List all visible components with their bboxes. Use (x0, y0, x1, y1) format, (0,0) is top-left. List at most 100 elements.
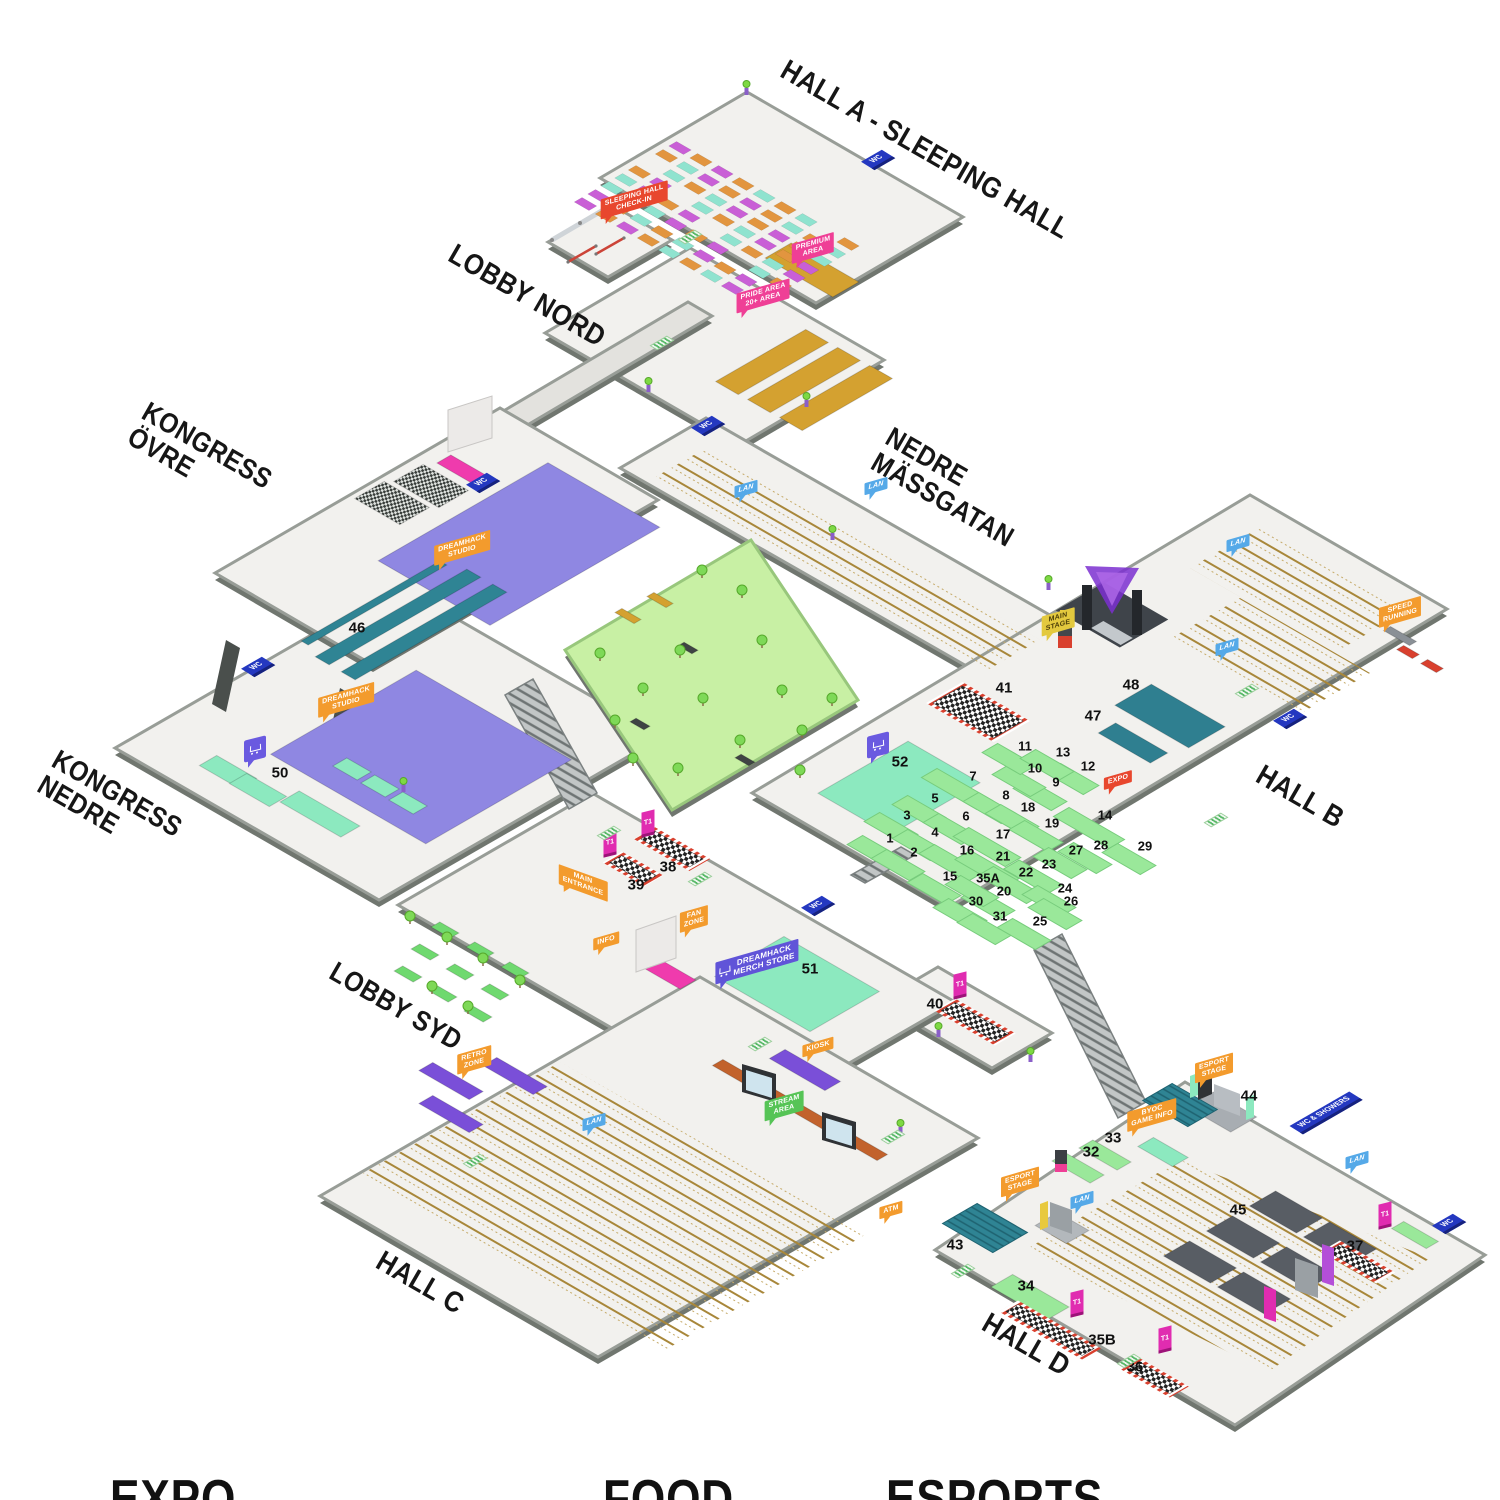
map-dot (736, 584, 748, 596)
bed (773, 201, 797, 215)
tournament-flag: T1 (641, 809, 655, 838)
vent-marker (950, 1263, 976, 1279)
lan-sign: LAN (864, 476, 888, 496)
location-51-number: 51 (801, 960, 819, 978)
map-dot (578, 221, 582, 225)
map-dot (674, 644, 686, 656)
tournament-flag: T1 (953, 971, 967, 1000)
sign-label: FAN ZONE (683, 908, 705, 929)
map-dot (404, 910, 416, 922)
sign-label: SLEEPING HALL CHECK-IN (604, 183, 664, 213)
sign-info: INFO (593, 931, 619, 951)
wc-sign: WC (861, 149, 895, 171)
booth-8-number: 8 (1002, 787, 1010, 803)
wc-sign-label: WC (473, 477, 490, 488)
wc-sign: WC (466, 472, 500, 494)
bed (731, 177, 755, 191)
lan-tables (1168, 598, 1370, 715)
map-dot (462, 1000, 474, 1012)
booth-2-block (870, 848, 926, 882)
lan-sign: LAN (734, 479, 758, 499)
map-dot (550, 238, 554, 242)
wc-sign-label: WC (808, 900, 825, 911)
map-dot (756, 634, 768, 646)
stage-44-pillar (1246, 1095, 1254, 1120)
map-dot (826, 692, 838, 704)
sign-label: MAIN ENTRANCE (562, 871, 604, 898)
lan-sign-label: LAN (586, 1115, 602, 1128)
location-45-number: 45 (1229, 1201, 1247, 1219)
wc-sign: WC (691, 415, 725, 437)
hall-d-kiosk-front (1055, 1164, 1067, 1172)
sign-expo: EXPO (1103, 769, 1133, 791)
bed (677, 209, 701, 223)
location-38-number: 38 (659, 858, 677, 876)
flag-label: T1 (605, 837, 615, 847)
bed (734, 273, 758, 287)
sign-label: PREMIUM AREA (795, 234, 831, 258)
wc-sign: WC (241, 656, 275, 678)
bed (699, 269, 724, 283)
booth-9-number: 9 (1052, 774, 1060, 790)
hall-d-banner (1264, 1286, 1276, 1322)
bed (614, 173, 638, 187)
bed (573, 197, 598, 211)
lan-tables (650, 448, 1040, 672)
pillar (212, 640, 240, 712)
bed (753, 237, 778, 251)
sign-label: EXPO (1107, 773, 1129, 786)
location-52-number: 52 (891, 753, 909, 771)
park-bench (614, 607, 642, 625)
map-dot (672, 762, 684, 774)
booth-1-number: 1 (886, 830, 894, 846)
wc-sign-label: WC (1280, 713, 1297, 724)
booth-27-block (1032, 846, 1088, 880)
map-line (567, 244, 597, 264)
legend-food: FOOD (603, 1470, 735, 1500)
stage-43-pillar (1040, 1201, 1048, 1230)
kongress-nedre-table (228, 772, 288, 808)
wc-sign-label: WC (1439, 1218, 1456, 1229)
vent-marker (677, 229, 703, 245)
lobby-nord-gold-block (746, 346, 862, 414)
lan-sign-label: LAN (1074, 1193, 1090, 1206)
bed (627, 165, 652, 179)
flag-label: T1 (1380, 1209, 1390, 1219)
bed (678, 257, 703, 271)
booth-17-number: 17 (995, 826, 1011, 842)
bed (705, 241, 730, 255)
sign-kiosk: KIOSK (802, 1036, 834, 1058)
flag-label: T1 (955, 979, 965, 989)
kongress-nedre-table (331, 757, 373, 781)
sign-speed-running: SPEED RUNNING (1378, 595, 1422, 629)
map-dot (566, 260, 570, 264)
person-marker (802, 392, 811, 407)
booth-25-block (996, 917, 1052, 951)
bed (732, 225, 757, 239)
booth-11-number: 11 (1018, 738, 1032, 754)
location-48-number: 48 (1122, 676, 1140, 694)
booth-19-number: 19 (1044, 815, 1060, 831)
location-41-number: 41 (995, 679, 1013, 697)
main-stage-truss (1082, 585, 1092, 630)
lan-sign-label: LAN (868, 479, 884, 492)
bed (683, 181, 707, 195)
byoc-info-block (1136, 1136, 1190, 1168)
bed (690, 201, 715, 215)
store-cart-sign (244, 735, 266, 763)
kongress-screen (447, 395, 493, 453)
bed (657, 245, 682, 259)
sign-label: BYOC GAME INFO (1131, 1103, 1173, 1128)
sign-esport-stage: ESPORT STAGE (1195, 1052, 1233, 1084)
vent-marker (462, 1153, 488, 1169)
hall-d-banner (1322, 1244, 1334, 1286)
bed (692, 249, 716, 263)
bed (710, 165, 734, 179)
zone-36 (1127, 1362, 1183, 1394)
booth-4-number: 4 (931, 824, 939, 840)
map-dot (794, 764, 806, 776)
bed (761, 257, 785, 271)
location-34-number: 34 (1017, 1277, 1035, 1295)
bleachers-44 (1141, 1082, 1219, 1128)
